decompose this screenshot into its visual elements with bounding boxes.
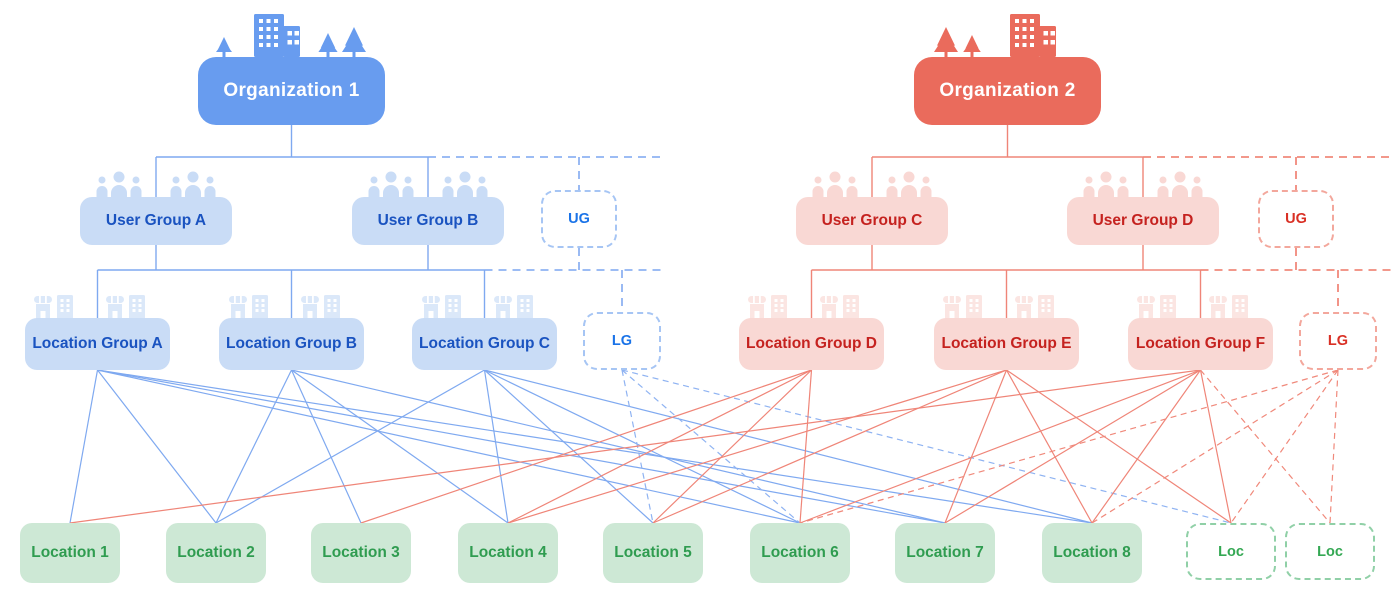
location-4-box: Location 4: [458, 523, 558, 583]
ghost-location-group-blue-box: LG: [583, 312, 661, 370]
ghost-user-group-blue-box: UG: [541, 190, 617, 248]
location-group-a-label: Location Group A: [32, 335, 163, 352]
location-7-label: Location 7: [906, 544, 984, 561]
location-group-b-label: Location Group B: [226, 335, 357, 352]
location-group-c-label: Location Group C: [419, 335, 550, 352]
location-3-box: Location 3: [311, 523, 411, 583]
location-group-c-box: Location Group C: [412, 318, 557, 370]
location-7-box: Location 7: [895, 523, 995, 583]
ghost-user-group-blue-label: UG: [568, 211, 590, 227]
location-group-d-box: Location Group D: [739, 318, 884, 370]
user-group-c-box: User Group C: [796, 197, 948, 245]
location-1-box: Location 1: [20, 523, 120, 583]
organization-1-box: Organization 1: [198, 57, 385, 125]
location-group-b-box: Location Group B: [219, 318, 364, 370]
user-group-d-box: User Group D: [1067, 197, 1219, 245]
ghost-user-group-red-label: UG: [1285, 211, 1307, 227]
ghost-location-2-box: Loc: [1285, 523, 1375, 580]
user-group-c-label: User Group C: [821, 212, 923, 229]
organization-2-box: Organization 2: [914, 57, 1101, 125]
location-group-e-box: Location Group E: [934, 318, 1079, 370]
ghost-location-2-label: Loc: [1317, 543, 1343, 560]
location-group-d-label: Location Group D: [746, 335, 877, 352]
location-group-f-label: Location Group F: [1135, 335, 1266, 352]
location-5-label: Location 5: [614, 544, 692, 561]
location-2-label: Location 2: [177, 544, 255, 561]
user-group-a-label: User Group A: [105, 212, 207, 229]
user-group-b-box: User Group B: [352, 197, 504, 245]
location-8-label: Location 8: [1053, 544, 1131, 561]
location-2-box: Location 2: [166, 523, 266, 583]
location-group-f-box: Location Group F: [1128, 318, 1273, 370]
location-group-e-label: Location Group E: [941, 335, 1072, 352]
location-5-box: Location 5: [603, 523, 703, 583]
organization-1-label: Organization 1: [223, 80, 360, 101]
user-group-a-box: User Group A: [80, 197, 232, 245]
ghost-location-group-red-label: LG: [1327, 333, 1349, 349]
location-4-label: Location 4: [469, 544, 547, 561]
ghost-location-group-blue-label: LG: [611, 333, 633, 349]
ghost-user-group-red-box: UG: [1258, 190, 1334, 248]
location-1-label: Location 1: [31, 544, 109, 561]
ghost-location-1-label: Loc: [1218, 543, 1244, 560]
location-6-label: Location 6: [761, 544, 839, 561]
user-group-d-label: User Group D: [1092, 212, 1194, 229]
location-3-label: Location 3: [322, 544, 400, 561]
organization-2-label: Organization 2: [939, 80, 1076, 101]
location-group-a-box: Location Group A: [25, 318, 170, 370]
ghost-location-1-box: Loc: [1186, 523, 1276, 580]
location-8-box: Location 8: [1042, 523, 1142, 583]
ghost-location-group-red-box: LG: [1299, 312, 1377, 370]
user-group-b-label: User Group B: [377, 212, 479, 229]
location-6-box: Location 6: [750, 523, 850, 583]
